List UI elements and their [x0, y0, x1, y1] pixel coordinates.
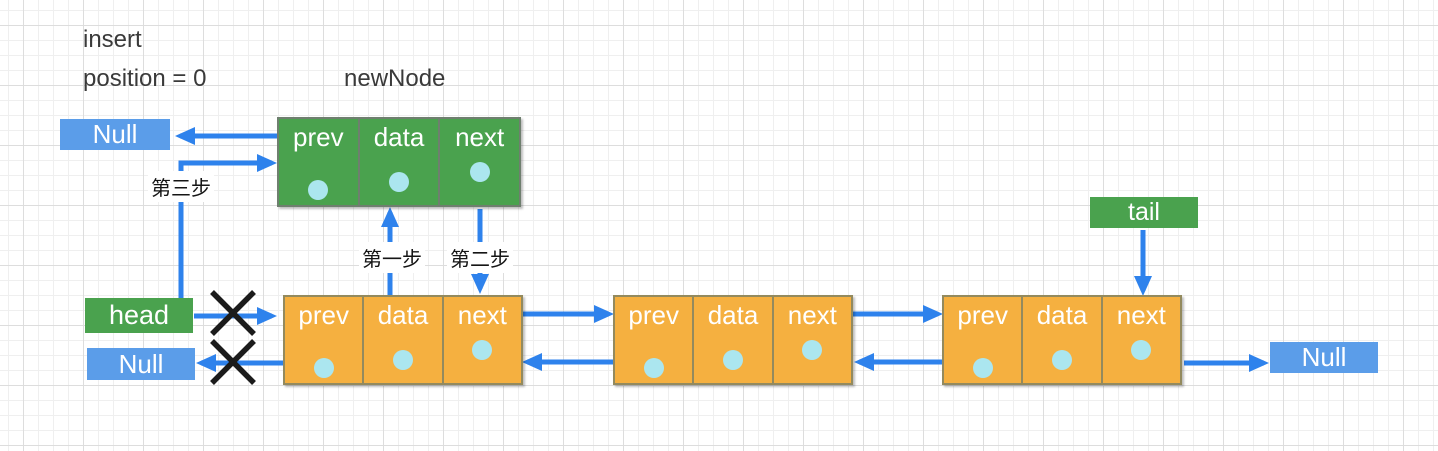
null-box-left: Null: [87, 348, 195, 380]
null-box-top: Null: [60, 119, 170, 150]
cell-label: prev: [628, 300, 679, 330]
newnode-next-cell: next: [438, 119, 519, 205]
cell-label: data: [707, 300, 759, 330]
step2-label: 第二步: [447, 242, 513, 273]
node1-next-cell: next: [441, 297, 521, 383]
node2-data-cell: data: [692, 297, 771, 383]
pointer-dot: [389, 172, 409, 192]
pointer-dot: [722, 350, 743, 370]
cell-label: next: [1116, 300, 1166, 330]
pointer-dot: [1131, 340, 1152, 360]
cell-label: data: [1036, 300, 1088, 330]
pointer-dot: [1051, 350, 1072, 370]
pointer-dot: [643, 358, 664, 378]
node3-prev-cell: prev: [944, 297, 1021, 383]
cell-label: data: [373, 122, 425, 152]
head-pointer-box: head: [85, 298, 193, 333]
tail-pointer-box: tail: [1090, 197, 1198, 228]
cell-label: data: [377, 300, 429, 330]
pointer-dot: [469, 162, 490, 182]
node3-next-cell: next: [1100, 297, 1180, 383]
cell-label: prev: [957, 300, 1008, 330]
node3-data-cell: data: [1021, 297, 1100, 383]
null-box-right: Null: [1270, 342, 1378, 373]
pointer-dot: [802, 340, 823, 360]
node2-prev-cell: prev: [615, 297, 692, 383]
cross-out-head-link: [210, 290, 256, 336]
cross-out-prev-null-link: [210, 339, 256, 385]
cell-label: next: [455, 122, 505, 152]
step3-label: 第三步: [148, 171, 214, 202]
pointer-dot: [392, 350, 413, 370]
newnode-data-cell: data: [357, 119, 439, 205]
step1-label: 第一步: [359, 242, 425, 273]
cell-label: prev: [293, 122, 344, 152]
newnode-node: prev data next: [277, 117, 521, 207]
pointer-dot: [972, 358, 993, 378]
cell-label: prev: [298, 300, 349, 330]
list-node-2: prev data next: [613, 295, 853, 385]
cell-label: next: [787, 300, 837, 330]
insert-label: insert: [83, 26, 142, 53]
pointer-dot: [308, 180, 329, 200]
pointer-dot: [472, 340, 493, 360]
arrow-step3-head-to-newnode: [178, 154, 277, 298]
node2-next-cell: next: [771, 297, 851, 383]
position-label: position = 0: [83, 65, 207, 92]
node1-data-cell: data: [362, 297, 441, 383]
node1-prev-cell: prev: [285, 297, 362, 383]
newnode-prev-cell: prev: [279, 119, 358, 205]
pointer-dot: [313, 358, 334, 378]
list-node-1: prev data next: [283, 295, 523, 385]
list-node-3: prev data next: [942, 295, 1182, 385]
newnode-label: newNode: [344, 65, 446, 92]
cell-label: next: [457, 300, 507, 330]
